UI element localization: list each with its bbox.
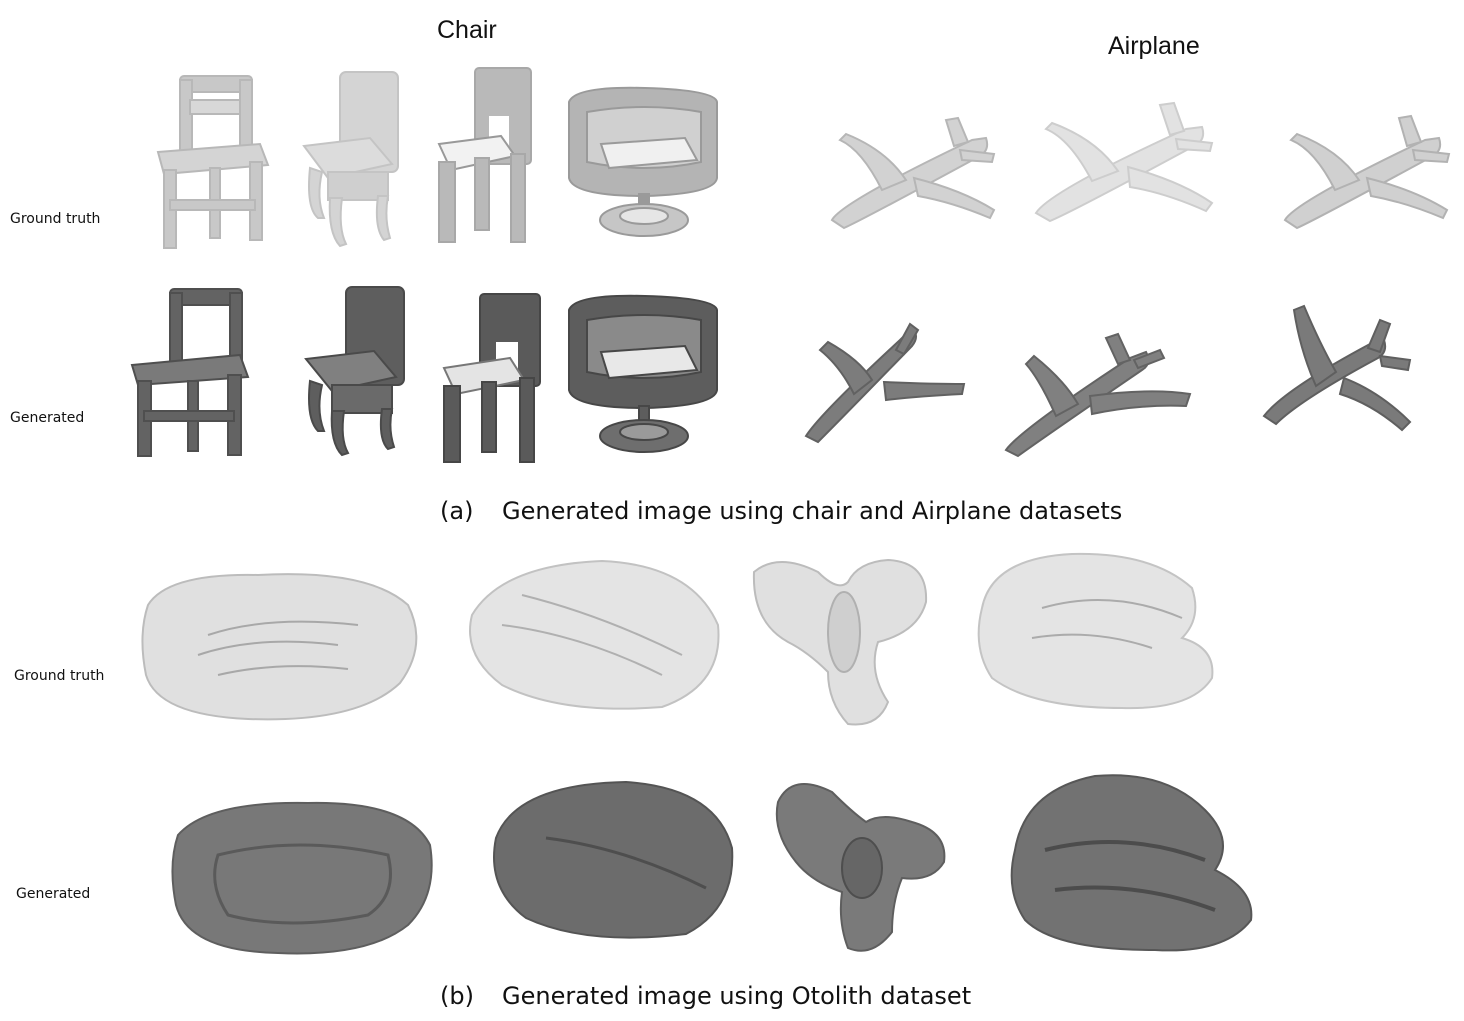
caption-b-text: Generated image using Otolith dataset: [502, 982, 972, 1010]
caption-b-tag: (b): [440, 982, 474, 1010]
otolith-generated-3: [775, 783, 946, 952]
airplane-heading: Airplane: [1108, 32, 1200, 60]
otolith-generated-1: [171, 801, 433, 955]
row-label-ground-truth-b: Ground truth: [14, 668, 105, 684]
otolith-ground-truth-3: [752, 558, 928, 726]
chair-generated-3: [442, 293, 541, 463]
chair-ground-truth-3: [437, 67, 532, 243]
caption-a-text: Generated image using chair and Airplane…: [502, 497, 1123, 525]
airplane-generated-3: [1262, 304, 1412, 432]
chair-ground-truth-4: [568, 86, 718, 237]
row-label-generated-a: Generated: [10, 410, 85, 426]
otolith-ground-truth-1: [141, 573, 418, 721]
chair-generated-4: [568, 294, 718, 453]
chair-generated-1: [130, 288, 250, 457]
chair-generated-2: [304, 286, 405, 457]
caption-a-tag: (a): [440, 497, 474, 525]
chair-ground-truth-1: [156, 75, 270, 249]
caption-b: (b) Generated image using Otolith dataset: [440, 982, 971, 1010]
otolith-generated-2: [493, 780, 734, 939]
airplane-ground-truth-3: [1283, 114, 1451, 230]
otolith-ground-truth-4: [977, 552, 1214, 710]
airplane-ground-truth-1: [830, 116, 996, 230]
chair-heading: Chair: [437, 16, 497, 44]
otolith-generated-4: [1010, 774, 1253, 952]
airplane-generated-2: [1004, 332, 1192, 458]
row-label-generated-b: Generated: [16, 886, 91, 902]
caption-a: (a) Generated image using chair and Airpl…: [440, 497, 1122, 525]
otolith-ground-truth-2: [469, 559, 720, 710]
airplane-ground-truth-2: [1034, 101, 1214, 223]
chair-ground-truth-2: [302, 71, 399, 248]
row-label-ground-truth-a: Ground truth: [10, 211, 101, 227]
airplane-generated-1: [804, 322, 966, 444]
